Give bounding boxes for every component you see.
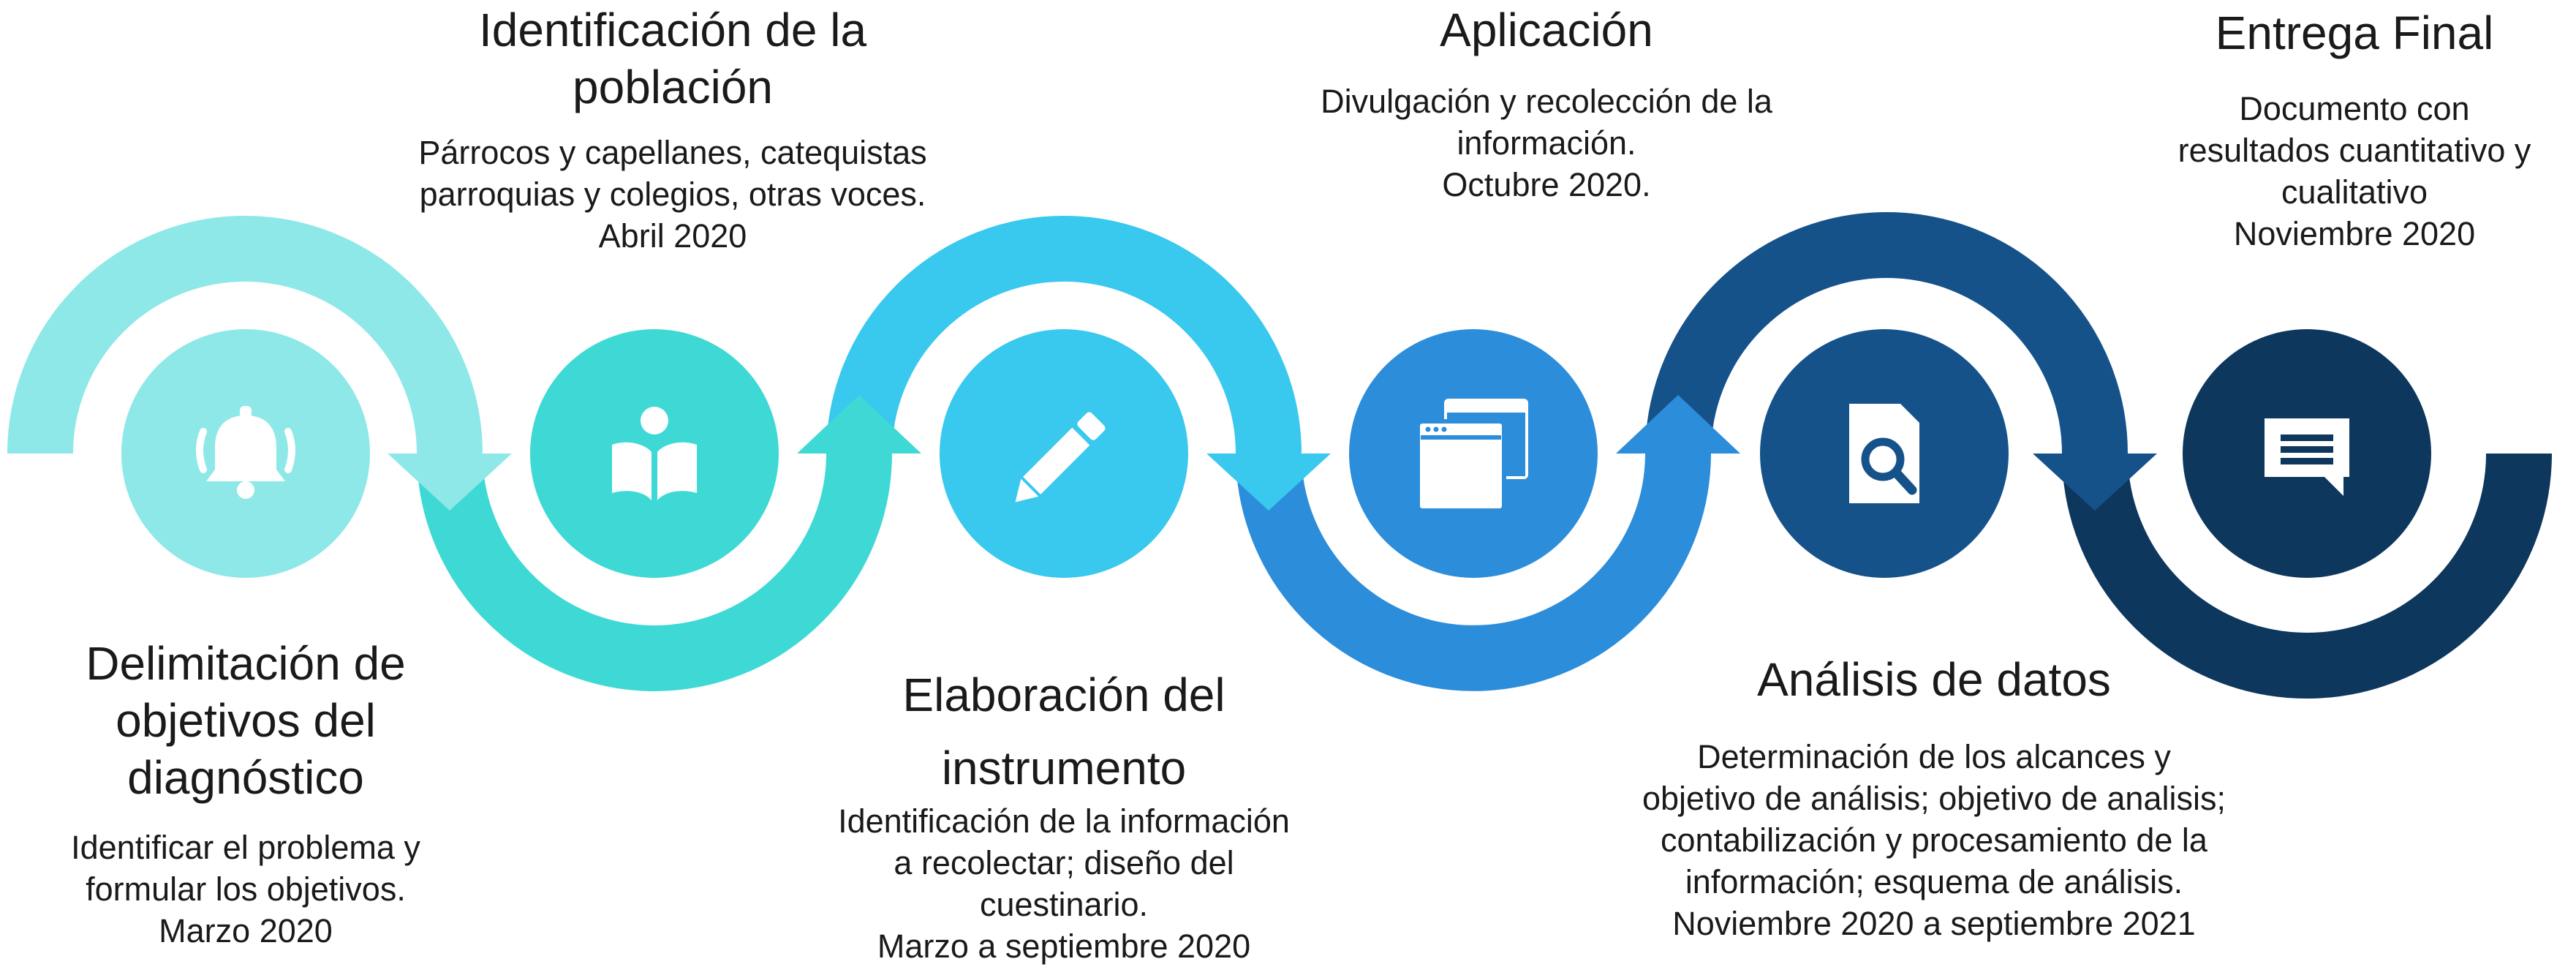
step-1-text: Delimitación de objetivos del diagnóstic… bbox=[26, 635, 465, 952]
step-5-title: Análisis de datos bbox=[1757, 653, 2111, 706]
arc-band-1 bbox=[7, 216, 483, 454]
arc-band-4 bbox=[1236, 453, 1711, 691]
step-6-description: Documento con resultados cuantitativo y … bbox=[2177, 90, 2531, 252]
step-5-description: Determinación de los alcances y objetivo… bbox=[1642, 738, 2226, 942]
browser-windows-icon bbox=[1416, 399, 1528, 513]
step-2-text: Identificación de la población Párrocos … bbox=[384, 1, 962, 257]
arc-band-2 bbox=[417, 453, 892, 691]
arrow-up-2 bbox=[797, 395, 921, 454]
document-search-icon bbox=[1849, 404, 1919, 503]
step-3-title: Elaboración del instrumento bbox=[902, 669, 1225, 794]
bell-icon bbox=[196, 406, 295, 499]
chat-message-icon bbox=[2265, 418, 2349, 496]
open-book-reader-icon bbox=[612, 407, 697, 500]
step-2-title: Identificación de la población bbox=[478, 4, 867, 113]
arrow-up-4 bbox=[1616, 395, 1740, 454]
arc-band-3 bbox=[826, 216, 1302, 454]
step-6-text: Entrega Final Documento con resultados c… bbox=[2142, 4, 2566, 255]
step-1-description: Identificar el problema y formular los o… bbox=[71, 829, 420, 949]
pencil-icon bbox=[1015, 412, 1106, 503]
arc-band-5 bbox=[1645, 212, 2128, 454]
step-circle-2 bbox=[530, 329, 779, 578]
step-4-description: Divulgación y recolección de la informac… bbox=[1321, 83, 1772, 203]
step-6-title: Entrega Final bbox=[2215, 7, 2494, 59]
arrow-down-3 bbox=[1206, 454, 1331, 511]
step-3-text: Elaboración del instrumento Identificaci… bbox=[808, 658, 1320, 967]
step-3-description: Identificación de la información a recol… bbox=[838, 802, 1290, 965]
step-2-description: Párrocos y capellanes, catequistas parro… bbox=[418, 134, 927, 255]
step-5-text: Análisis de datos Determinación de los a… bbox=[1576, 651, 2292, 944]
step-4-text: Aplicación Divulgación y recolección de … bbox=[1261, 1, 1832, 206]
step-4-title: Aplicación bbox=[1440, 4, 1653, 56]
arc-band-6 bbox=[2062, 453, 2552, 699]
arrow-down-1 bbox=[388, 454, 512, 511]
step-1-title: Delimitación de objetivos del diagnóstic… bbox=[86, 637, 406, 804]
arrow-down-5 bbox=[2033, 454, 2157, 511]
